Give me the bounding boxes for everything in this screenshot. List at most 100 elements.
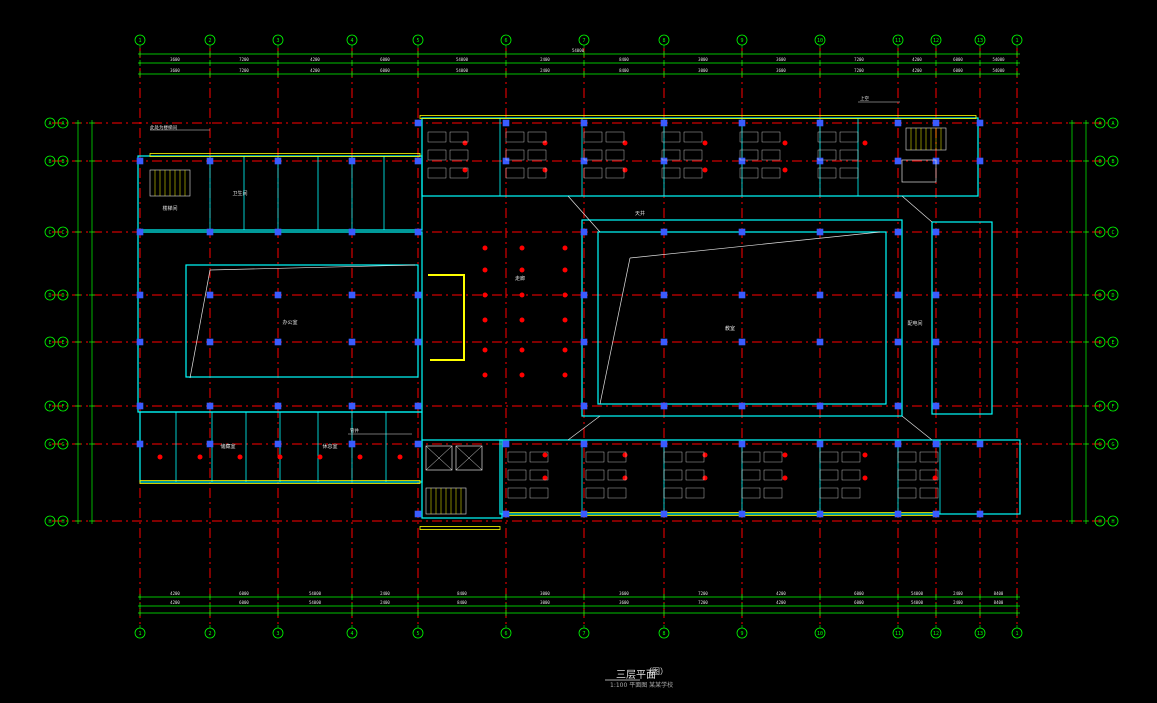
room-label: 楼梯间 (162, 205, 177, 212)
axis-bubble (1107, 226, 1119, 238)
ceiling-light (782, 452, 788, 458)
desk (585, 469, 605, 481)
axis-label: 3 (276, 38, 279, 44)
desk (683, 131, 703, 143)
axis-label: 13 (977, 631, 983, 637)
axis-bubble (1107, 515, 1119, 527)
desk (685, 469, 705, 481)
axis-label: B (61, 159, 64, 165)
desk (663, 451, 683, 463)
desk (661, 167, 681, 179)
axis-label: 6 (504, 631, 507, 637)
ceiling-light (862, 452, 868, 458)
axis-label: H (48, 519, 51, 525)
ceiling-light (622, 452, 628, 458)
dimension-text: 3000 (540, 591, 550, 596)
axis-bubble (1094, 336, 1106, 348)
structural-column (414, 228, 422, 236)
ceiling-light (542, 167, 548, 173)
dimension-text: 4200 (170, 591, 180, 596)
dimension-text: 54000 (572, 48, 585, 53)
ceiling-light (277, 454, 283, 460)
structural-column (414, 402, 422, 410)
structural-column (932, 338, 940, 346)
ceiling-light (622, 140, 628, 146)
dimension-text: 2400 (953, 591, 963, 596)
desk (761, 149, 781, 161)
axis-label: 12 (933, 38, 939, 44)
dimension-text: 3600 (619, 591, 629, 596)
elevator-x (425, 445, 453, 471)
axis-label: C (61, 230, 64, 236)
desk (529, 469, 549, 481)
dimension-text: 3000 (698, 68, 708, 73)
axis-label: D (48, 293, 51, 299)
dimension-text: 6000 (239, 600, 249, 605)
ceiling-light (197, 454, 203, 460)
structural-column (136, 402, 144, 410)
axis-bubble (1094, 155, 1106, 167)
axis-bubble (44, 400, 56, 412)
desk (449, 149, 469, 161)
wall-north-wing (421, 117, 979, 197)
desk (919, 451, 939, 463)
structural-column (932, 228, 940, 236)
desk (583, 149, 603, 161)
axis-label: 13 (977, 38, 983, 44)
axis-bubble (1107, 400, 1119, 412)
structural-column (136, 440, 144, 448)
axis-label: C (1098, 230, 1101, 236)
ceiling-light (317, 454, 323, 460)
structural-column (136, 291, 144, 299)
wall-central-courtyard-outer (581, 219, 903, 417)
wall-left-north-block (137, 155, 423, 231)
dimension-text: 8400 (457, 600, 467, 605)
axis-label: 8 (662, 631, 665, 637)
elevator-x (455, 445, 483, 471)
dimension-text: 3000 (540, 600, 550, 605)
desk (819, 469, 839, 481)
window-strip (139, 480, 421, 484)
structural-column (274, 228, 282, 236)
axis-bubble (44, 117, 56, 129)
axis-label: 1 (1015, 631, 1018, 637)
dimension-text: 7200 (698, 600, 708, 605)
desk (527, 131, 547, 143)
lobby-outline (428, 274, 465, 361)
structural-column (816, 402, 824, 410)
desk (739, 149, 759, 161)
structural-column (206, 157, 214, 165)
desk (817, 167, 837, 179)
axis-label: 4 (350, 38, 353, 44)
ceiling-light (702, 452, 708, 458)
axis-label: 9 (740, 38, 743, 44)
structural-column (816, 119, 824, 127)
ceiling-light (622, 167, 628, 173)
structural-column (660, 440, 668, 448)
axis-label: 7 (582, 38, 585, 44)
desk (607, 487, 627, 499)
desk (819, 487, 839, 499)
desk (607, 469, 627, 481)
axis-bubble (1107, 438, 1119, 450)
axis-label: 1 (138, 38, 141, 44)
axis-label: 10 (817, 631, 823, 637)
room-label: 天井 (635, 210, 645, 217)
axis-label: G (1098, 442, 1101, 448)
desk (841, 487, 861, 499)
axis-label: D (1111, 293, 1114, 299)
desk (585, 487, 605, 499)
dimension-text: 2400 (953, 600, 963, 605)
desk (739, 131, 759, 143)
axis-bubble (1094, 117, 1106, 129)
dimension-text: 7200 (698, 591, 708, 596)
desk (683, 149, 703, 161)
structural-column (894, 119, 902, 127)
ceiling-light (482, 292, 488, 298)
axis-label: 7 (582, 631, 585, 637)
desk (763, 469, 783, 481)
structural-column (414, 291, 422, 299)
axis-label: B (48, 159, 51, 165)
ceiling-light (782, 475, 788, 481)
desk (685, 451, 705, 463)
